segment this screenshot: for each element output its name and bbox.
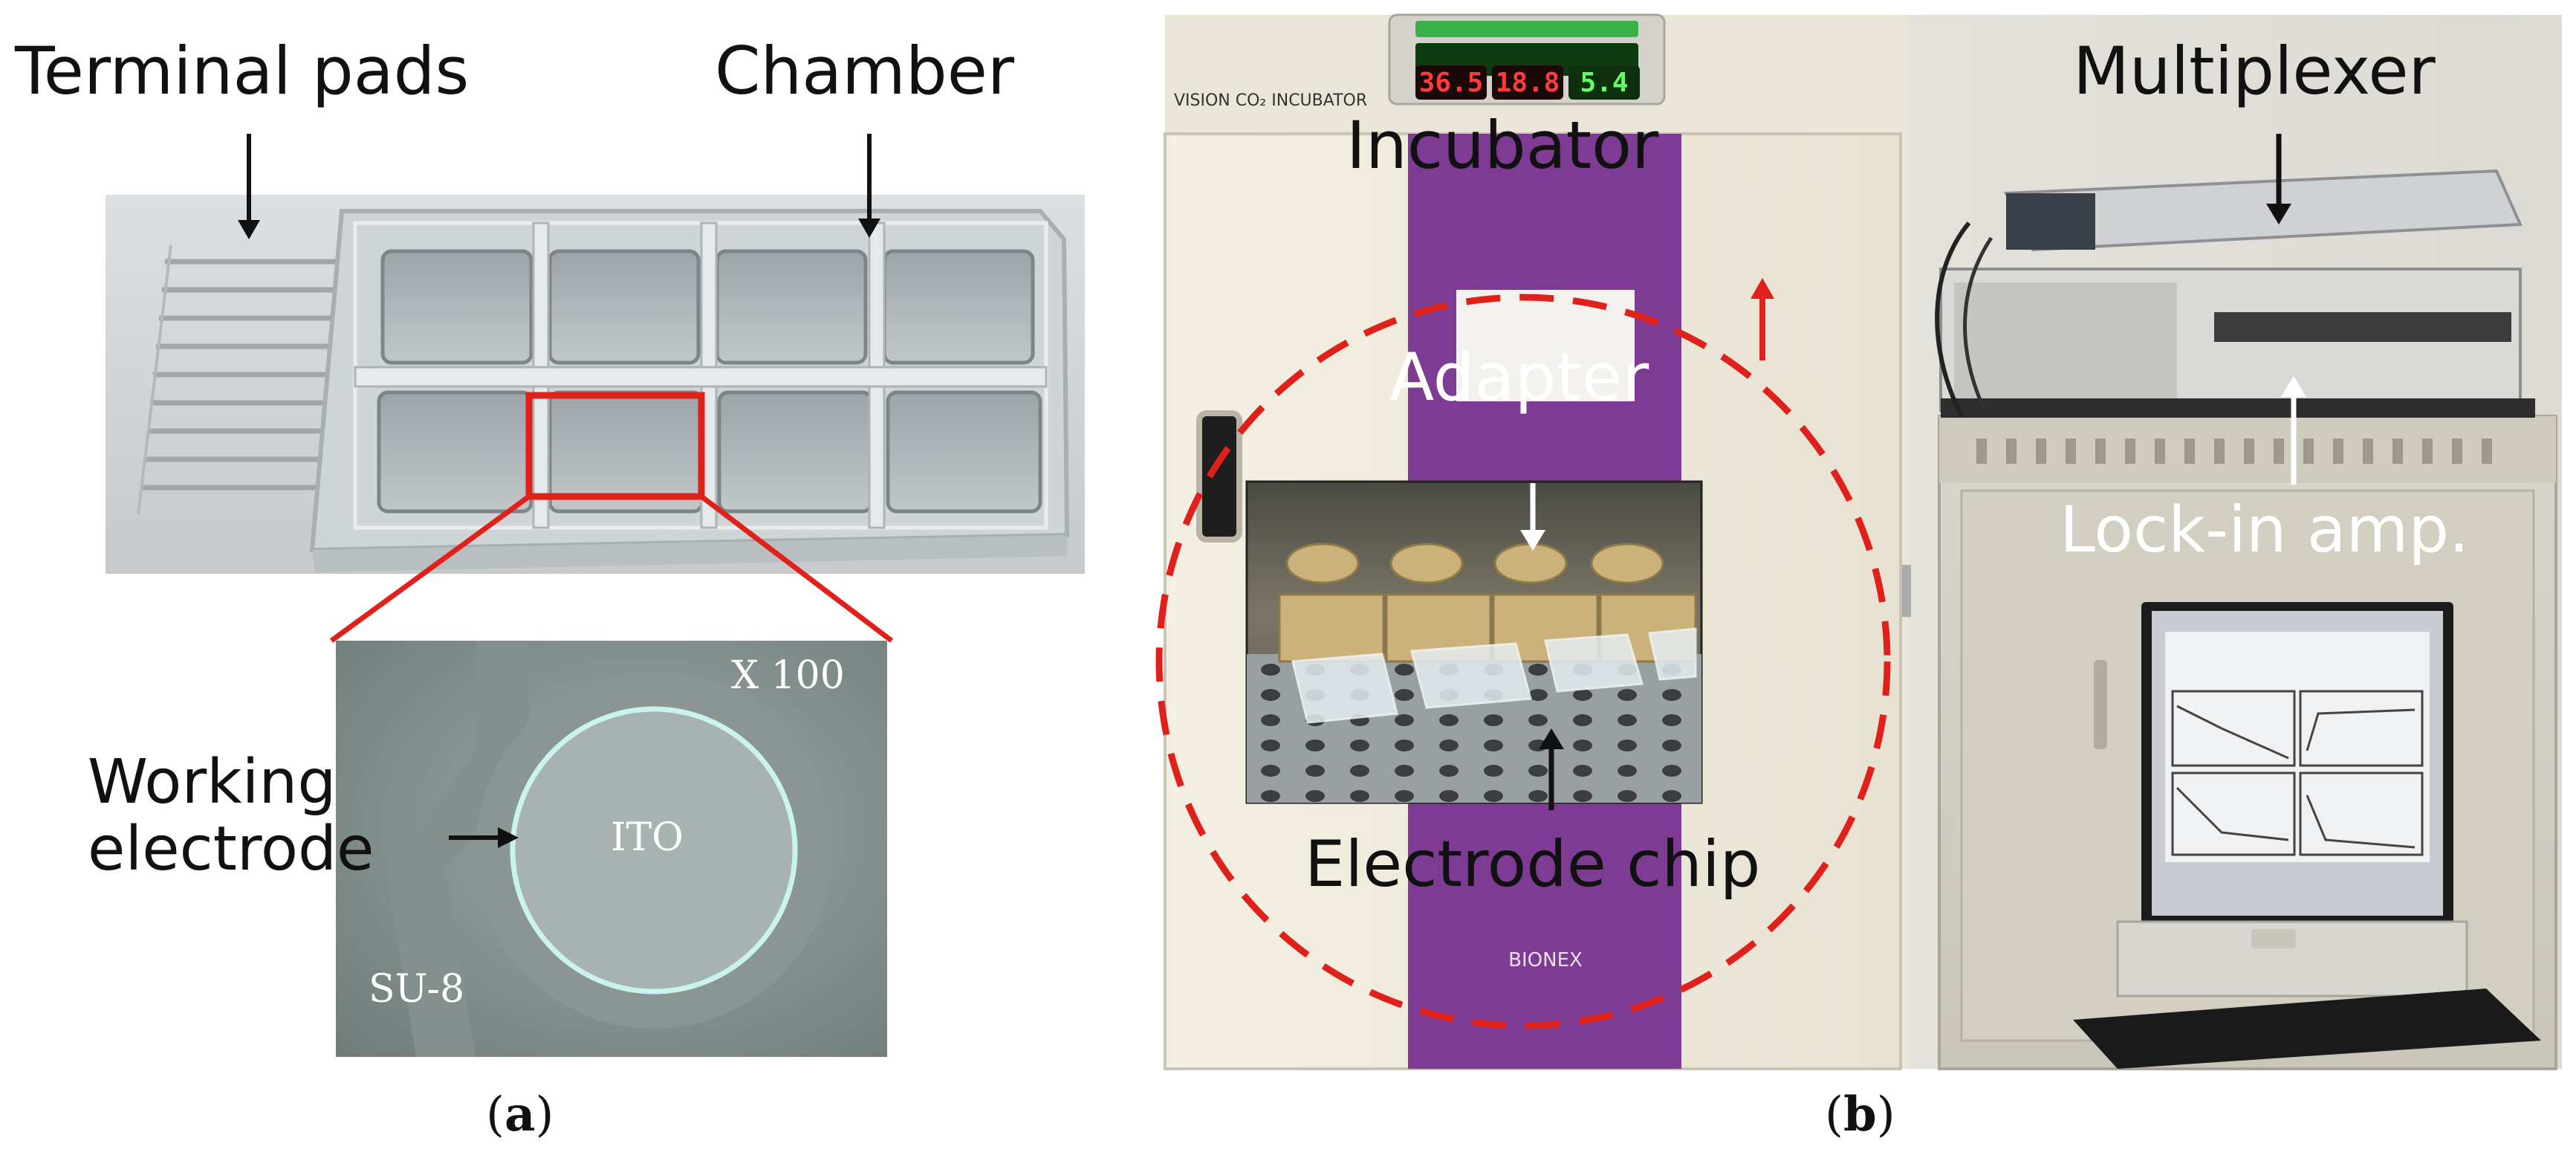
display-readout-2: 18.8: [1492, 65, 1563, 100]
label-electrode-chip: Electrode chip: [1305, 827, 1761, 902]
chip-photo: [106, 195, 1085, 574]
label-working-electrode-line2: electrode: [88, 814, 374, 884]
highlight-box: [525, 392, 705, 500]
incubator-logo-text: BIONEX: [1508, 949, 1583, 971]
incubator-brand-text: VISION CO₂ INCUBATOR: [1174, 91, 1367, 110]
label-adapter: Adapter: [1389, 339, 1649, 415]
label-chamber: Chamber: [715, 33, 1015, 109]
label-lock-in-amp: Lock-in amp.: [2060, 493, 2470, 567]
label-magnification: X 100: [731, 653, 845, 698]
label-ito: ITO: [611, 815, 684, 860]
curved-arrow: [1751, 278, 1774, 360]
label-working-electrode-line1: Working: [88, 747, 337, 818]
panel-a-arrows: [238, 134, 880, 848]
panel-b-arrows: [1520, 134, 2306, 810]
display-readout-3: 5.4: [1568, 65, 1640, 100]
inset-photo: [1245, 480, 1703, 804]
zoom-line-right: [699, 494, 894, 643]
instrument-rack: [1935, 169, 2557, 1070]
display-readout-1: 36.5: [1415, 65, 1487, 100]
label-su8: SU-8: [369, 967, 465, 1012]
zoom-line-left: [329, 494, 531, 643]
micrograph: [336, 641, 887, 1057]
label-terminal-pads: Terminal pads: [15, 33, 470, 109]
caption-b: (b): [1825, 1087, 1895, 1142]
dashed-circle: [1155, 294, 1891, 1029]
caption-a: (a): [486, 1087, 554, 1142]
label-incubator: Incubator: [1346, 107, 1659, 184]
label-multiplexer: Multiplexer: [2073, 33, 2436, 109]
